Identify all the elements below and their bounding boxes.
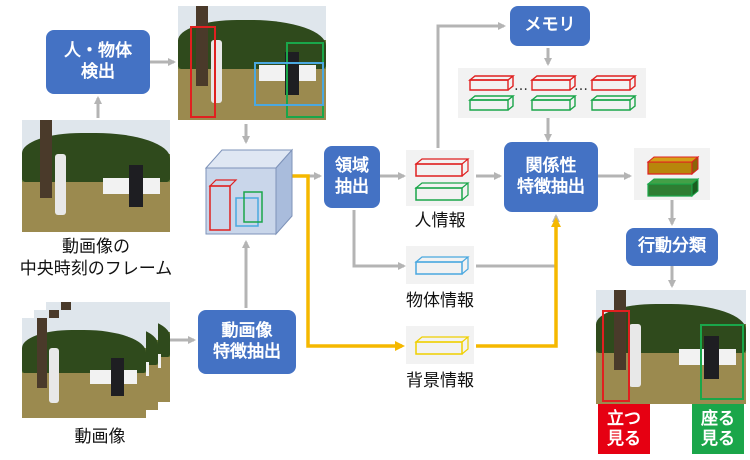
arrow-object-to-relation xyxy=(476,214,560,268)
memory-pane: … … xyxy=(458,68,646,118)
person-info-label: 人情報 xyxy=(414,211,466,231)
detection-node: 人・物体 検出 xyxy=(46,30,150,94)
center-frame-label: 動画像の 中央時刻のフレーム xyxy=(19,237,173,280)
output-feature-pane xyxy=(634,148,710,200)
person-feature-blocks xyxy=(414,158,470,201)
background-feature-block xyxy=(414,336,470,355)
video-feature-node: 動画像 特徴抽出 xyxy=(198,310,296,374)
arrow-background-to-relation xyxy=(476,217,561,348)
video-frame-1 xyxy=(22,318,146,418)
result-tag-stand: 立つ 見る xyxy=(598,404,650,454)
background-info-pane xyxy=(406,326,474,364)
relation-extract-node: 関係性 特徴抽出 xyxy=(504,142,598,212)
memory-node: メモリ xyxy=(510,6,590,46)
object-box-blue xyxy=(254,62,324,106)
person-info-pane xyxy=(406,150,474,206)
object-feature-block xyxy=(414,256,470,275)
background-info-label: 背景情報 xyxy=(406,371,474,391)
arrow-cube-to-background xyxy=(292,174,405,351)
feature-cube xyxy=(204,148,294,236)
arrow-person-to-memory xyxy=(436,22,506,148)
detected-frame-photo xyxy=(178,6,326,120)
action-classify-node: 行動分類 xyxy=(626,228,718,266)
video-label: 動画像 xyxy=(74,427,126,447)
memory-feature-blocks xyxy=(468,75,637,111)
object-info-pane xyxy=(406,246,474,284)
person-box-red xyxy=(190,26,216,118)
center-frame-photo xyxy=(22,120,170,232)
output-feature-blocks xyxy=(646,155,700,198)
region-extract-node: 領域 抽出 xyxy=(324,146,380,208)
memory-ellipsis-1: … xyxy=(514,78,528,94)
result-box-red xyxy=(602,310,630,402)
result-box-green xyxy=(700,324,744,400)
object-info-label: 物体情報 xyxy=(406,291,474,311)
memory-ellipsis-2: … xyxy=(574,78,588,94)
result-photo xyxy=(596,290,746,404)
result-tag-sit: 座る 見る xyxy=(692,404,744,454)
arrow-region-to-object xyxy=(352,210,406,270)
